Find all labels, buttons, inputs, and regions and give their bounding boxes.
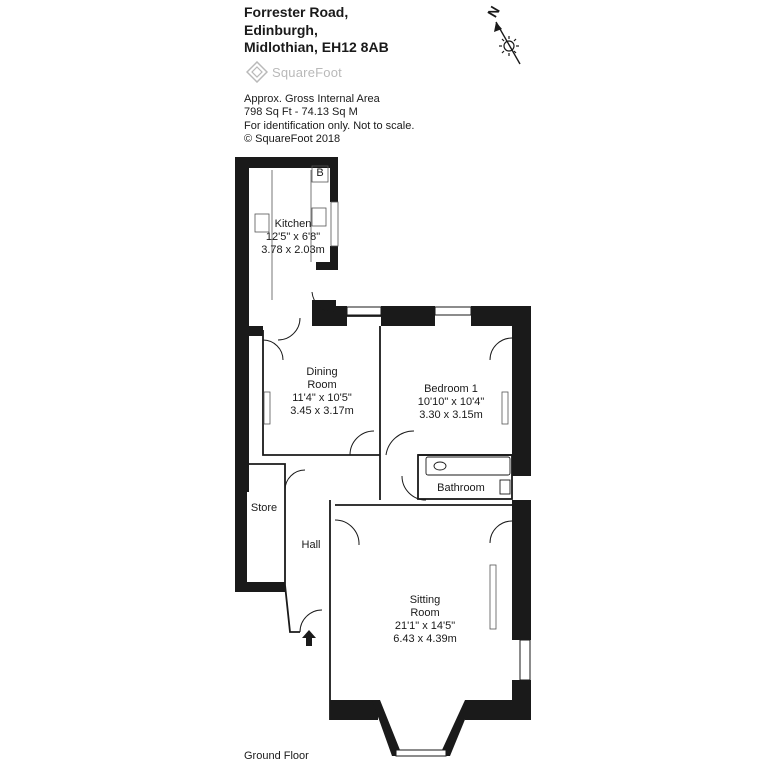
room-bathroom-name: Bathroom	[437, 482, 485, 494]
bay-window-left	[372, 700, 400, 756]
property-address: Forrester Road, Edinburgh, Midlothian, E…	[244, 4, 389, 57]
area-info: Approx. Gross Internal Area 798 Sq Ft - …	[244, 93, 414, 146]
wall-store-bottom	[235, 582, 285, 592]
address-line-1: Forrester Road,	[244, 4, 349, 20]
room-bathroom: Bathroom	[437, 482, 485, 495]
squarefoot-logo: SquareFoot	[246, 60, 342, 84]
compass: N	[478, 0, 538, 72]
area-line-2: 798 Sq Ft - 74.13 Sq M	[244, 106, 358, 119]
room-hall: Hall	[302, 539, 321, 552]
wall-kitchen-right-lower	[330, 246, 338, 270]
wall-dining-left-top	[249, 326, 263, 336]
wall-sitting-bottom-right	[465, 700, 531, 720]
room-sitting-metric: 6.43 x 4.39m	[393, 633, 457, 645]
internal-walls	[247, 315, 513, 720]
wall-store-left	[235, 460, 247, 590]
room-sitting-imperial: 21'1" x 14'5"	[394, 620, 456, 632]
address-line-3: Midlothian, EH12 8AB	[244, 39, 389, 55]
wall-kitchen-step	[316, 262, 338, 270]
room-bedroom-metric: 3.30 x 3.15m	[419, 409, 483, 421]
room-kitchen-metric: 3.78 x 2.03m	[261, 244, 325, 256]
room-bedroom-name: Bedroom 1	[424, 383, 478, 395]
room-dining: Dining Room 11'4" x 10'5" 3.45 x 3.17m	[290, 366, 354, 418]
room-bedroom: Bedroom 1 10'10" x 10'4" 3.30 x 3.15m	[418, 383, 484, 422]
wall-kitchen-right-upper	[330, 157, 338, 202]
room-bedroom-imperial: 10'10" x 10'4"	[417, 396, 485, 408]
entrance-arrow-icon	[302, 630, 316, 646]
wall-bedroom-top-left	[381, 306, 435, 326]
room-dining-name-1: Dining	[306, 366, 338, 378]
bay-window-right	[442, 700, 473, 756]
floor-label: Ground Floor	[244, 750, 309, 762]
wall-sitting-right-upper	[512, 500, 531, 640]
walls	[235, 157, 531, 756]
compass-icon: N	[484, 3, 521, 65]
kitchen-fittings	[254, 165, 339, 300]
squarefoot-logo-icon	[246, 61, 268, 83]
room-kitchen-name: Kitchen	[274, 218, 312, 230]
wall-kitchen-left	[235, 157, 249, 492]
door-swings	[262, 291, 513, 633]
wall-kitchen-top	[235, 157, 337, 168]
boiler-label: B	[316, 167, 324, 179]
room-hall-name: Hall	[301, 539, 321, 551]
wall-sitting-bottom-left	[330, 700, 378, 720]
room-dining-metric: 3.45 x 3.17m	[290, 405, 354, 417]
area-line-1: Approx. Gross Internal Area	[244, 93, 380, 105]
room-dining-imperial: 11'4" x 10'5"	[292, 392, 352, 404]
bathroom-fittings	[425, 456, 511, 495]
room-store: Store	[251, 502, 277, 515]
logo-text: SquareFoot	[272, 64, 342, 80]
room-kitchen: Kitchen 12'5" x 6'8" 3.78 x 2.03m	[261, 218, 325, 257]
wall-bedroom-right	[512, 306, 531, 476]
wall-kitchen-corner	[312, 300, 336, 326]
room-dining-name-2: Room	[307, 379, 337, 391]
address-line-2: Edinburgh,	[244, 21, 318, 38]
wall-dining-top-right	[335, 306, 347, 326]
room-store-name: Store	[250, 502, 278, 514]
area-line-3: For identification only. Not to scale.	[244, 119, 415, 132]
room-sitting-name-1: Sitting	[409, 594, 441, 606]
windows	[346, 306, 531, 757]
radiators	[263, 391, 509, 630]
copyright-text: © SquareFoot 2018	[244, 132, 341, 145]
room-sitting-name-2: Room	[410, 607, 440, 619]
room-sitting: Sitting Room 21'1" x 14'5" 6.43 x 4.39m	[393, 594, 457, 646]
room-kitchen-imperial: 12'5" x 6'8"	[265, 231, 321, 243]
